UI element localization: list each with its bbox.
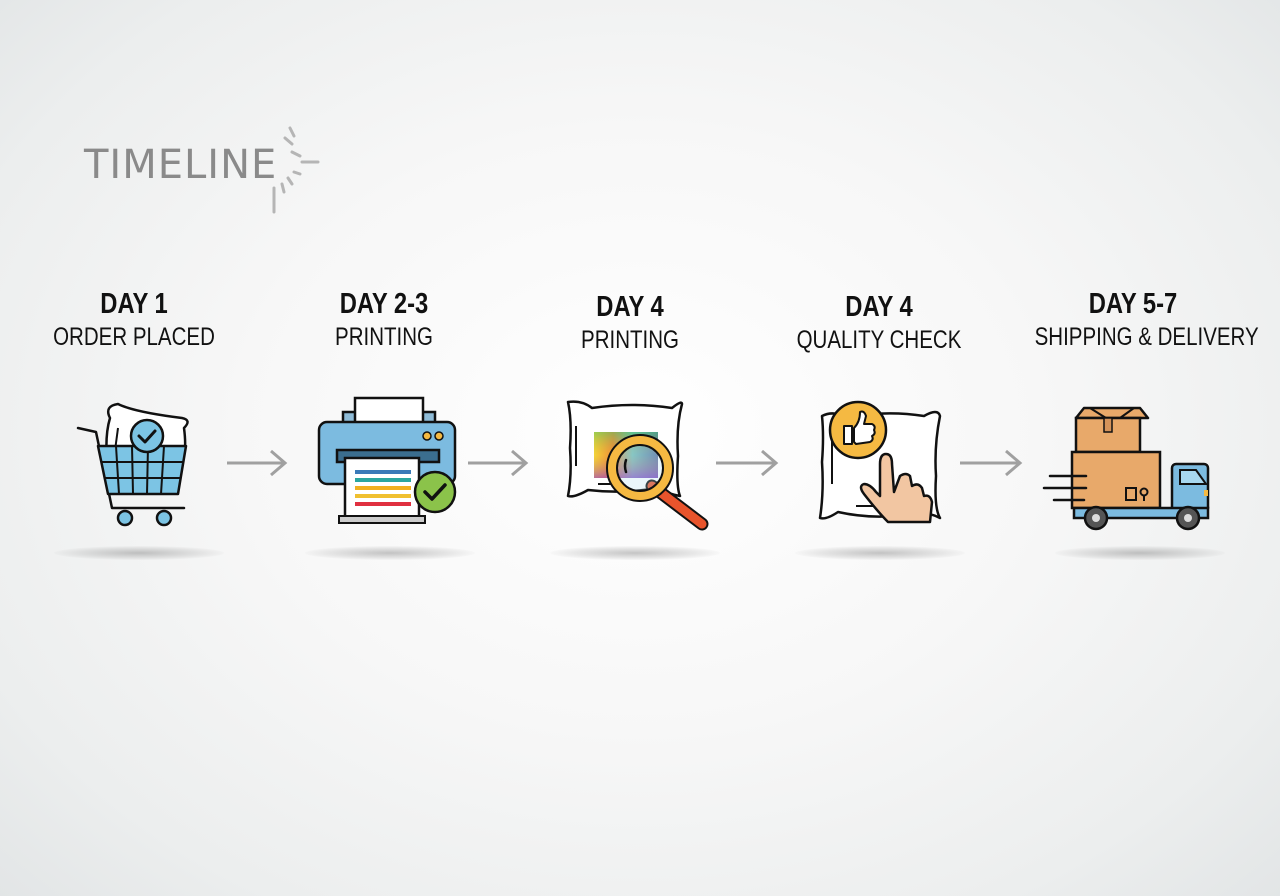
timeline-step-4: DAY 4 QUALITY CHECK [759, 290, 999, 356]
shopping-cart-pillow-check-icon [76, 402, 189, 527]
step-day: DAY 2-3 [339, 288, 429, 320]
timeline-step-3: DAY 4 PRINTING [510, 290, 750, 356]
timeline-step-5: DAY 5-7 SHIPPING & DELIVERY [1013, 287, 1259, 353]
printer-check-icon [317, 396, 457, 524]
step-day: DAY 1 [100, 288, 168, 320]
step-day: DAY 4 [845, 291, 913, 323]
icon-shadow [54, 546, 224, 560]
step-day: DAY 4 [596, 291, 664, 323]
step-label: QUALITY CHECK [796, 326, 962, 354]
icon-shadow [305, 546, 475, 560]
icon-shadow [795, 546, 965, 560]
arrow-right-icon [716, 449, 779, 477]
timeline-step-2: DAY 2-3 PRINTING [264, 287, 504, 353]
icon-shadow [1055, 546, 1225, 560]
step-label: PRINTING [581, 326, 679, 354]
delivery-truck-icon [1042, 406, 1210, 531]
step-label: SHIPPING & DELIVERY [1034, 323, 1259, 351]
step-label: PRINTING [335, 323, 433, 351]
sparkle-burst-icon [272, 126, 320, 214]
pillow-thumbs-up-icon [818, 400, 942, 524]
arrow-right-icon [227, 449, 288, 477]
timeline-step-1: DAY 1 ORDER PLACED [14, 287, 254, 353]
arrow-right-icon [468, 449, 529, 477]
arrow-right-icon [960, 449, 1023, 477]
icon-shadow [550, 546, 720, 560]
pillow-magnifier-icon [566, 400, 709, 531]
step-label: ORDER PLACED [53, 323, 215, 351]
step-day: DAY 5-7 [1088, 288, 1178, 320]
page-title: TIMELINE [84, 142, 278, 188]
